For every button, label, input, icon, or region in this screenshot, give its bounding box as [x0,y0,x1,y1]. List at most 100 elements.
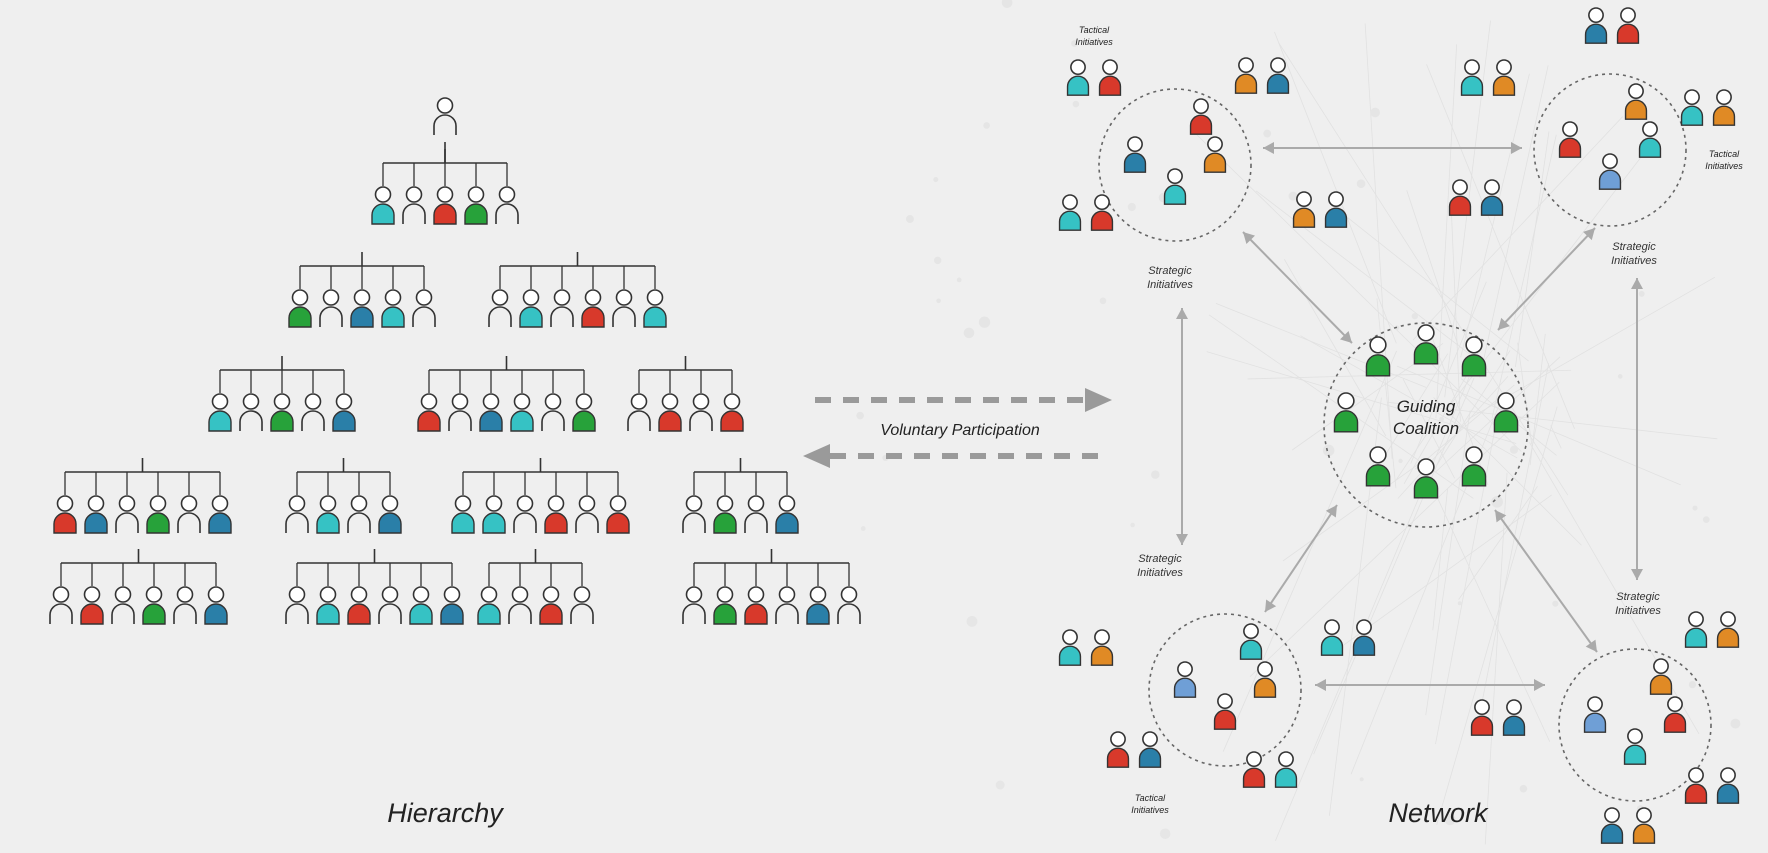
person-icon [49,586,73,624]
person-icon-colored [1624,83,1648,120]
strategic-initiatives-label: Strategic [1616,591,1660,603]
person-icon-colored [451,495,475,534]
person-icon-colored [1352,619,1376,656]
person-icon [495,186,519,224]
person-icon-colored [1461,446,1487,487]
network-arrow [1494,509,1598,653]
person-icon-colored [1234,57,1258,94]
person-icon [285,586,309,624]
voluntary-arrows [803,388,1112,468]
person-icon-colored [1365,446,1391,487]
person-icon-colored [519,289,543,328]
network-label: Network [1388,798,1489,828]
person-icon-colored [1365,336,1391,377]
tactical-initiatives-label: Initiatives [1075,37,1113,47]
person-icon [285,495,309,533]
person-icon-colored [479,393,503,432]
person-icon-colored [1320,619,1344,656]
network-group-circle [1558,648,1712,802]
person-icon-colored [510,393,534,432]
person-icon-colored [477,586,501,625]
person-icon-colored [1106,731,1130,768]
tactical-initiatives-label: Initiatives [1705,161,1743,171]
person-icon-colored [288,289,312,328]
network-arrow [1176,308,1188,545]
person-icon-colored [316,586,340,625]
person-icon-colored [1502,699,1526,736]
person-icon-colored [1292,191,1316,228]
person-icon-colored [80,586,104,625]
guiding-coalition-label-line2: Coalition [1393,419,1459,438]
person-icon-colored [1242,751,1266,788]
person-icon [319,289,343,327]
person-icon-colored [1632,807,1656,844]
network-group-circle [1098,88,1252,242]
network-group-circle [1323,322,1529,528]
person-icon [433,97,457,135]
person-icon-colored [1058,194,1082,231]
person-icon [775,586,799,624]
person-icon [301,393,325,431]
person-icon-colored [1413,324,1439,365]
person-icon-colored [1598,153,1622,190]
person-icon-colored [1492,59,1516,96]
person-icon [412,289,436,327]
strategic-initiatives-label: Strategic [1148,265,1192,277]
guiding-coalition-label-line1: Guiding [1397,397,1456,416]
network-arrow [1315,679,1545,691]
connector-lines [60,73,1712,802]
person-icon [612,289,636,327]
person-icon-colored [1584,7,1608,44]
person-icon-colored [720,393,744,432]
voluntary-participation-label: Voluntary Participation [880,422,1040,439]
person-icon-colored [1173,661,1197,698]
person-icon-colored [744,586,768,625]
person-icon-colored [1480,179,1504,216]
person-icon [689,393,713,431]
person-icon [570,586,594,624]
person-icon-colored [713,495,737,534]
person-icon-colored [1123,136,1147,173]
person-icon-colored [539,586,563,625]
person-icon-colored [146,495,170,534]
person-icon-colored [1461,336,1487,377]
person-icon-colored [417,393,441,432]
person-icon [513,495,537,533]
strategic-initiatives-label: Initiatives [1611,255,1657,267]
person-icon-colored [713,586,737,625]
hierarchy-label: Hierarchy [387,798,504,828]
person-icon-colored [371,186,395,225]
person-icon-colored [1266,57,1290,94]
person-icon-colored [1413,458,1439,499]
person-icon-colored [1090,629,1114,666]
person-icon [347,495,371,533]
person-icon-colored [572,393,596,432]
strategic-initiatives-label: Initiatives [1615,605,1661,617]
person-icon [173,586,197,624]
person-icon-colored [53,495,77,534]
person-icon-colored [1189,98,1213,135]
person-icon-colored [1138,731,1162,768]
network-group-circle [1148,613,1302,767]
person-icon [682,495,706,533]
person-icon [744,495,768,533]
person-icon-colored [1324,191,1348,228]
network-arrow [1497,227,1596,331]
person-icon-colored [464,186,488,225]
person-icon-colored [1098,59,1122,96]
person-icon-colored [581,289,605,328]
person-icon [508,586,532,624]
person-icon-colored [1274,751,1298,788]
person-icon [837,586,861,624]
person-icon-colored [142,586,166,625]
strategic-initiatives-label: Initiatives [1137,567,1183,579]
person-icon-colored [1448,179,1472,216]
person-icon-colored [1163,168,1187,205]
person-icon [541,393,565,431]
person-icon [488,289,512,327]
person-icon-colored [1239,623,1263,660]
tactical-initiatives-label: Initiatives [1131,805,1169,815]
person-icon-colored [606,495,630,534]
